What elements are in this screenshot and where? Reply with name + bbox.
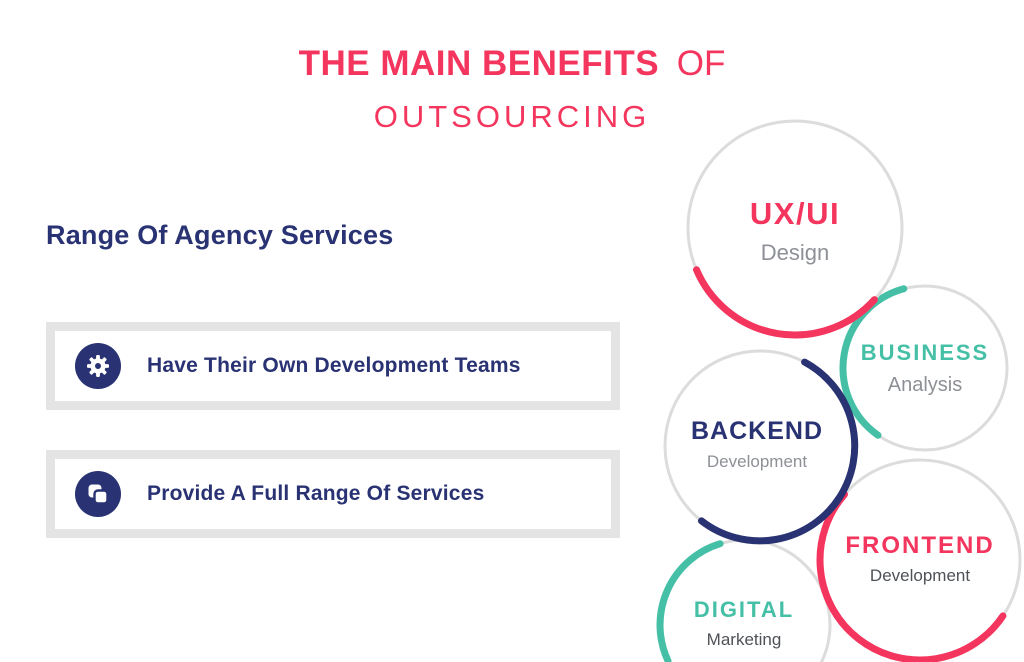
circle-title: UX/UI [749, 196, 841, 231]
circle-subtitle: Analysis [887, 374, 963, 396]
circle-label-ux-ui: UX/UI Design [750, 196, 840, 266]
circle-title: FRONTEND [845, 532, 995, 559]
circle-label-business: BUSINESS Analysis [861, 340, 989, 397]
service-label: Have Their Own Development Teams [147, 354, 521, 377]
circle-subtitle: Development [706, 452, 808, 471]
circle-label-backend: BACKEND Development [691, 417, 823, 472]
business-arc [839, 285, 908, 439]
circle-title: DIGITAL [693, 597, 795, 622]
service-card-full-range: Provide A Full Range Of Services [46, 450, 620, 538]
title-line-2: OUTSOURCING [373, 99, 651, 134]
gear-icon [75, 343, 121, 389]
circle-title: BACKEND [691, 417, 823, 445]
backend-arc [698, 358, 859, 545]
ux-ui-arc [693, 266, 878, 339]
ux-ui-circle [686, 119, 904, 339]
circle-subtitle: Development [869, 566, 971, 585]
circle-subtitle: Design [760, 240, 830, 265]
service-card-inner: Have Their Own Development Teams [55, 331, 611, 401]
title-rest: OF [676, 44, 726, 83]
backend-circle [663, 349, 859, 545]
business-circle [839, 284, 1009, 452]
title-emphasis: THE MAIN BENEFITS [298, 44, 660, 83]
digital-arc [656, 540, 724, 662]
service-card-development-teams: Have Their Own Development Teams [46, 322, 620, 410]
page-title: THE MAIN BENEFITS OF OUTSOURCING [0, 44, 1024, 135]
section-heading: Range Of Agency Services [46, 220, 394, 250]
circle-title: BUSINESS [860, 340, 990, 365]
service-label: Provide A Full Range Of Services [147, 482, 485, 505]
circle-label-digital: DIGITAL Marketing [694, 597, 794, 650]
circle-subtitle: Marketing [706, 630, 782, 649]
title-line-1: THE MAIN BENEFITS OF [0, 44, 1024, 84]
frontend-arc [816, 490, 1007, 662]
frontend-circle [816, 458, 1022, 662]
copy-icon [75, 471, 121, 517]
circle-label-frontend: FRONTEND Development [845, 532, 994, 586]
service-card-inner: Provide A Full Range Of Services [55, 459, 611, 529]
